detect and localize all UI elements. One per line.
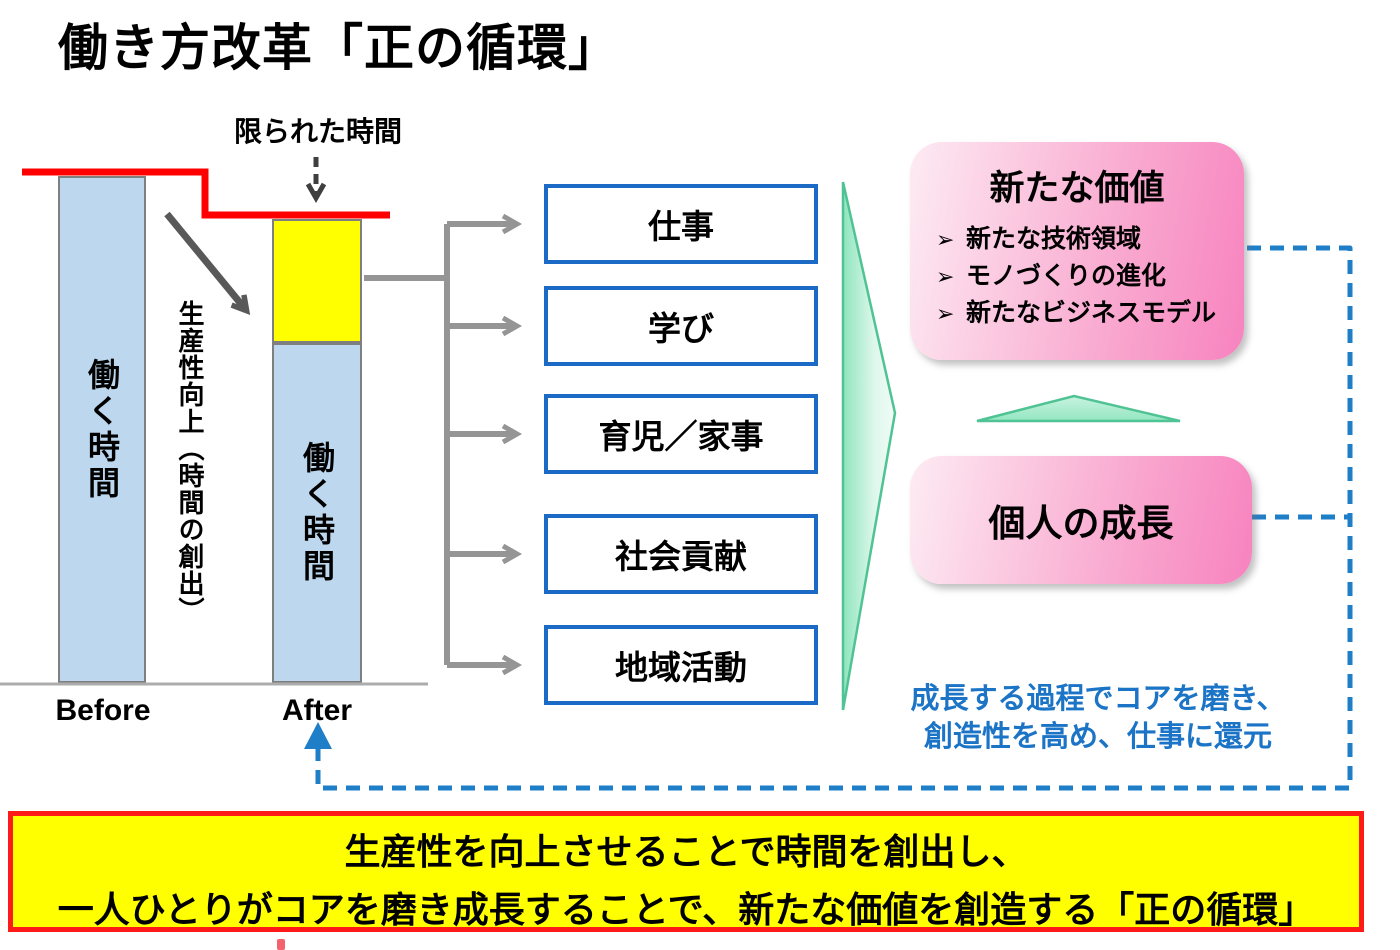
activity-label: 学び (648, 310, 714, 347)
activity-label: 育児／家事 (598, 418, 764, 455)
value-item-label: 新たなビジネスモデル (966, 299, 1217, 327)
productivity-diagonal-arrow (164, 211, 246, 310)
activity-box-childcare-housework: 育児／家事 (544, 394, 818, 474)
growth-note-line2: 創造性を高め、仕事に還元 (923, 721, 1272, 753)
summary-banner-line1: 生産性を向上させることで時間を創出し、 (344, 831, 1028, 872)
activity-box-work: 仕事 (544, 184, 818, 264)
value-item-manufacturing: ➢ モノづくりの進化 (936, 256, 1244, 293)
limited-time-label: 限られた時間 (233, 116, 402, 147)
before-bar-label: 働く時間 (84, 357, 120, 502)
growth-note-line1: 成長する過程でコアを磨き、 (910, 683, 1286, 715)
activity-label: 社会貢献 (615, 538, 747, 575)
after-bar-label: 働く時間 (299, 441, 335, 585)
productivity-label: 生産性向上（時間の創出） (175, 300, 205, 624)
after-created-time-segment (272, 219, 362, 343)
activity-label: 仕事 (648, 208, 714, 245)
bullet-arrow-icon: ➢ (936, 227, 955, 252)
value-item-label: 新たな技術領域 (966, 225, 1142, 253)
activity-label: 地域活動 (615, 649, 747, 686)
growth-note: 成長する過程でコアを磨き、 創造性を高め、仕事に還元 (878, 680, 1318, 756)
new-value-title: 新たな価値 (989, 169, 1165, 208)
slide-title: 働き方改革「正の循環」 (58, 20, 619, 76)
summary-banner-line2: 一人ひとりがコアを磨き成長することで、新たな価値を創造する「正の循環」 (57, 889, 1315, 930)
value-item-label: モノづくりの進化 (966, 262, 1167, 290)
growth-to-value-triangle (976, 394, 1181, 423)
bullet-arrow-icon: ➢ (936, 264, 955, 289)
summary-banner: 生産性を向上させることで時間を創出し、 一人ひとりがコアを磨き成長することで、新… (8, 811, 1364, 932)
value-item-business-model: ➢ 新たなビジネスモデル (936, 293, 1244, 330)
activity-box-social-contribution: 社会貢献 (544, 514, 818, 594)
personal-growth-card: 個人の成長 (910, 456, 1252, 584)
activity-box-learning: 学び (544, 286, 818, 366)
red-mark-fragment (277, 939, 285, 950)
value-item-technology: ➢ 新たな技術領域 (936, 219, 1244, 256)
transform-arrow (841, 181, 897, 711)
after-axis-label: After (281, 694, 352, 727)
new-value-card: 新たな価値 ➢ 新たな技術領域 ➢ モノづくりの進化 ➢ 新たなビジネスモデル (910, 142, 1244, 360)
personal-growth-title: 個人の成長 (988, 503, 1174, 544)
after-working-time-bar: 働く時間 (272, 343, 362, 683)
before-axis-label: Before (55, 694, 151, 727)
bullet-arrow-icon: ➢ (936, 301, 955, 326)
before-working-time-bar: 働く時間 (58, 176, 146, 683)
activity-box-community: 地域活動 (544, 625, 818, 705)
